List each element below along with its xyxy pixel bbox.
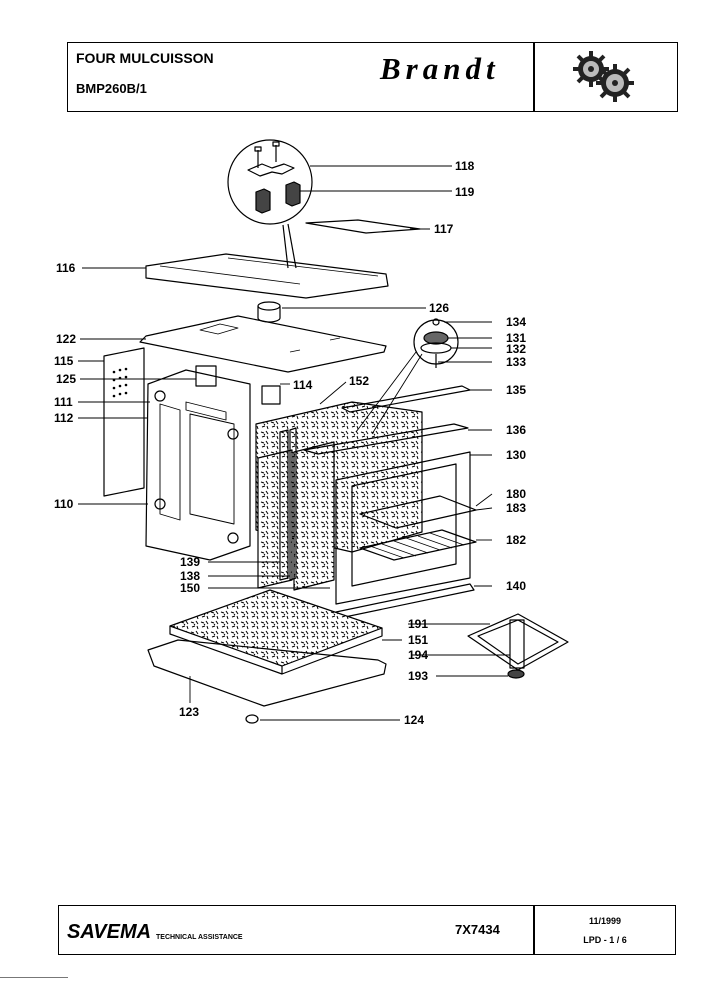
side-138 (289, 427, 297, 581)
part-label-132: 132 (506, 342, 527, 356)
part-label-114: 114 (293, 378, 313, 392)
part-label-140: 140 (506, 579, 527, 593)
foot-124 (245, 714, 259, 724)
document-date: 11/1999 (588, 916, 622, 926)
part-label-133: 133 (506, 355, 527, 369)
housing-110 (145, 369, 251, 561)
base-tray-123 (147, 639, 387, 707)
front-frame-130 (335, 451, 471, 605)
plate-117 (305, 219, 421, 234)
page-edge-line (0, 977, 68, 978)
part-label-119: 119 (455, 185, 475, 199)
document-code: 7X7434 (455, 922, 500, 937)
footer-info-box: 11/1999 LPD - 1 / 6 (533, 906, 675, 954)
brand-logo: Brandt (380, 51, 500, 86)
part-label-150: 150 (180, 581, 201, 595)
exploded-view-diagram (78, 139, 569, 724)
motor-131 (423, 331, 449, 345)
part-label-125: 125 (56, 372, 77, 386)
part-label-134: 134 (506, 315, 527, 329)
part-label-138: 138 (180, 569, 201, 583)
duct-126 (257, 301, 281, 311)
part-label-124: 124 (404, 713, 425, 727)
part-label-117: 117 (434, 222, 454, 236)
model-number: BMP260B/1 (76, 81, 147, 96)
part-label-152: 152 (349, 374, 370, 388)
bracket-118 (247, 141, 295, 177)
part-label-135: 135 (506, 383, 527, 397)
part-label-110: 110 (54, 497, 74, 511)
part-label-123: 123 (179, 705, 200, 719)
rail-140 (335, 583, 475, 619)
title-block: FOUR MULCUISSON BMP260B/1 Brandt (67, 42, 682, 116)
part-label-139: 139 (180, 555, 201, 569)
nut-134 (432, 318, 440, 326)
part-label-118: 118 (455, 159, 475, 173)
product-title: FOUR MULCUISSON (76, 50, 214, 66)
page-reference: LPD - 1 / 6 (583, 935, 627, 945)
part-label-151: 151 (408, 633, 429, 647)
part-label-130: 130 (506, 448, 527, 462)
part-label-115: 115 (54, 354, 74, 368)
connector-193 (507, 669, 525, 679)
part-label-194: 194 (408, 648, 429, 662)
upper-panel-122 (139, 315, 387, 373)
gears-icon (573, 51, 634, 102)
part-label-116: 116 (56, 261, 76, 275)
back-panel-115 (103, 347, 145, 497)
bracket-194 (509, 619, 525, 669)
leader-lines (78, 165, 510, 721)
side-139 (279, 429, 289, 581)
part-label-126: 126 (429, 301, 450, 315)
part-label-180: 180 (506, 487, 527, 501)
part-label-193: 193 (408, 669, 429, 683)
element-191 (467, 613, 569, 671)
company-name: SAVEMA (67, 921, 152, 943)
rail-136 (303, 423, 469, 455)
part-label-111: 111 (54, 395, 73, 409)
top-cover-116 (145, 253, 389, 299)
part-label-183: 183 (506, 501, 527, 515)
grid-shelf-182 (359, 529, 477, 561)
clip-119 (255, 181, 301, 214)
part-label-131: 131 (506, 331, 527, 345)
part-label-191: 191 (408, 617, 429, 631)
company-subtitle: TECHNICAL ASSISTANCE (156, 934, 243, 941)
detail-circle-top (227, 139, 313, 225)
part-label-112: 112 (54, 411, 74, 425)
part-114 (261, 385, 281, 405)
part-label-182: 182 (506, 533, 527, 547)
part-label-136: 136 (506, 423, 527, 437)
fan-125 (195, 365, 217, 387)
part-label-122: 122 (56, 332, 77, 346)
footer-block: SAVEMA TECHNICAL ASSISTANCE 7X7434 11/19… (58, 905, 676, 955)
gears-logo-box (533, 43, 677, 111)
